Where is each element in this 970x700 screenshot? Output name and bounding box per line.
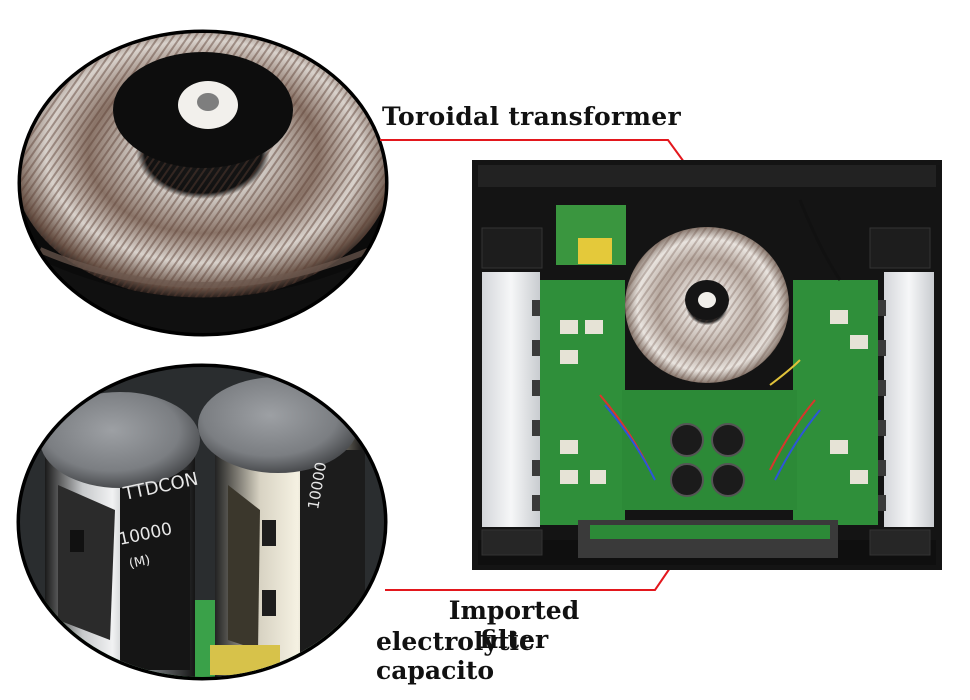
capacitor-label-line2: electrolytic capacito: [376, 627, 535, 685]
pcb-center: [622, 390, 797, 510]
capacitor-code-text: (M): [128, 553, 152, 572]
pcb-left: [540, 280, 625, 525]
filter-capacitors: [670, 423, 745, 497]
transformer-label: Toroidal transformer: [382, 102, 681, 131]
transformer-leader-line: [380, 139, 685, 163]
capacitor-closeup: TTDCON 10000 (M) 10000: [16, 363, 388, 681]
amplifier-interior-photo: [472, 160, 942, 570]
toroidal-transformer-closeup: [17, 29, 389, 337]
capacitor-leader-line: [385, 567, 671, 591]
heatsink-right: [884, 272, 934, 527]
heatsink-left: [482, 272, 540, 527]
leader-lines: [380, 139, 685, 591]
capacitor-label-line1: Imported filter: [448, 596, 580, 654]
